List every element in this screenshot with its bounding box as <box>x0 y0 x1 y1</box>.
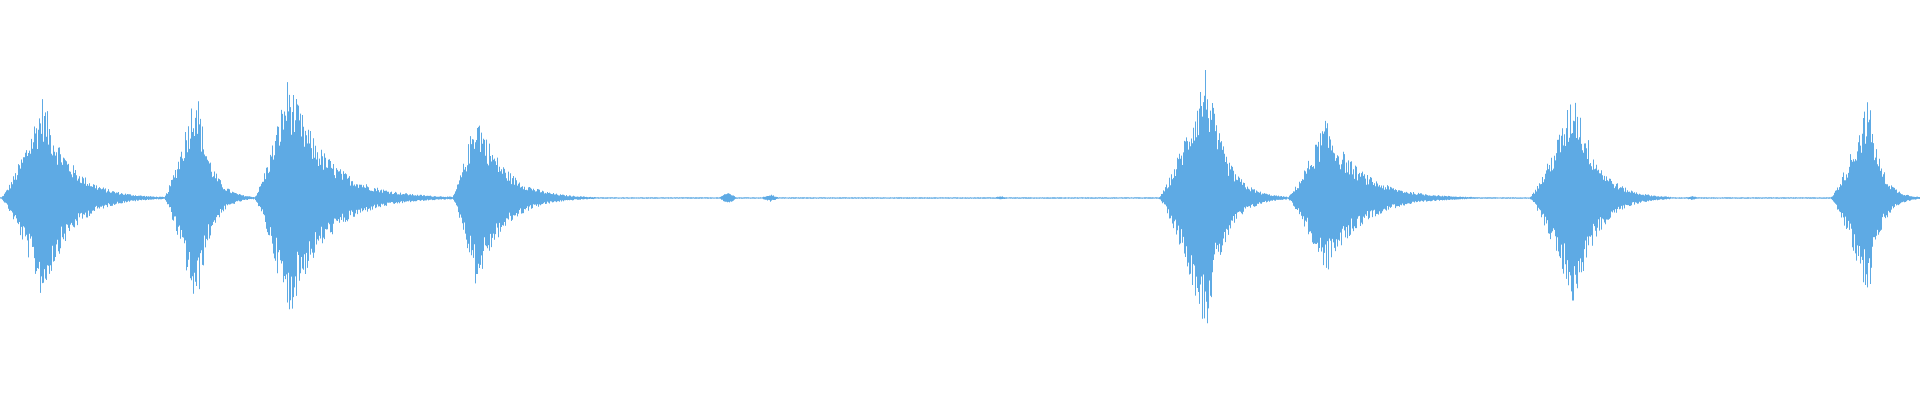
waveform-bars <box>0 70 1920 324</box>
